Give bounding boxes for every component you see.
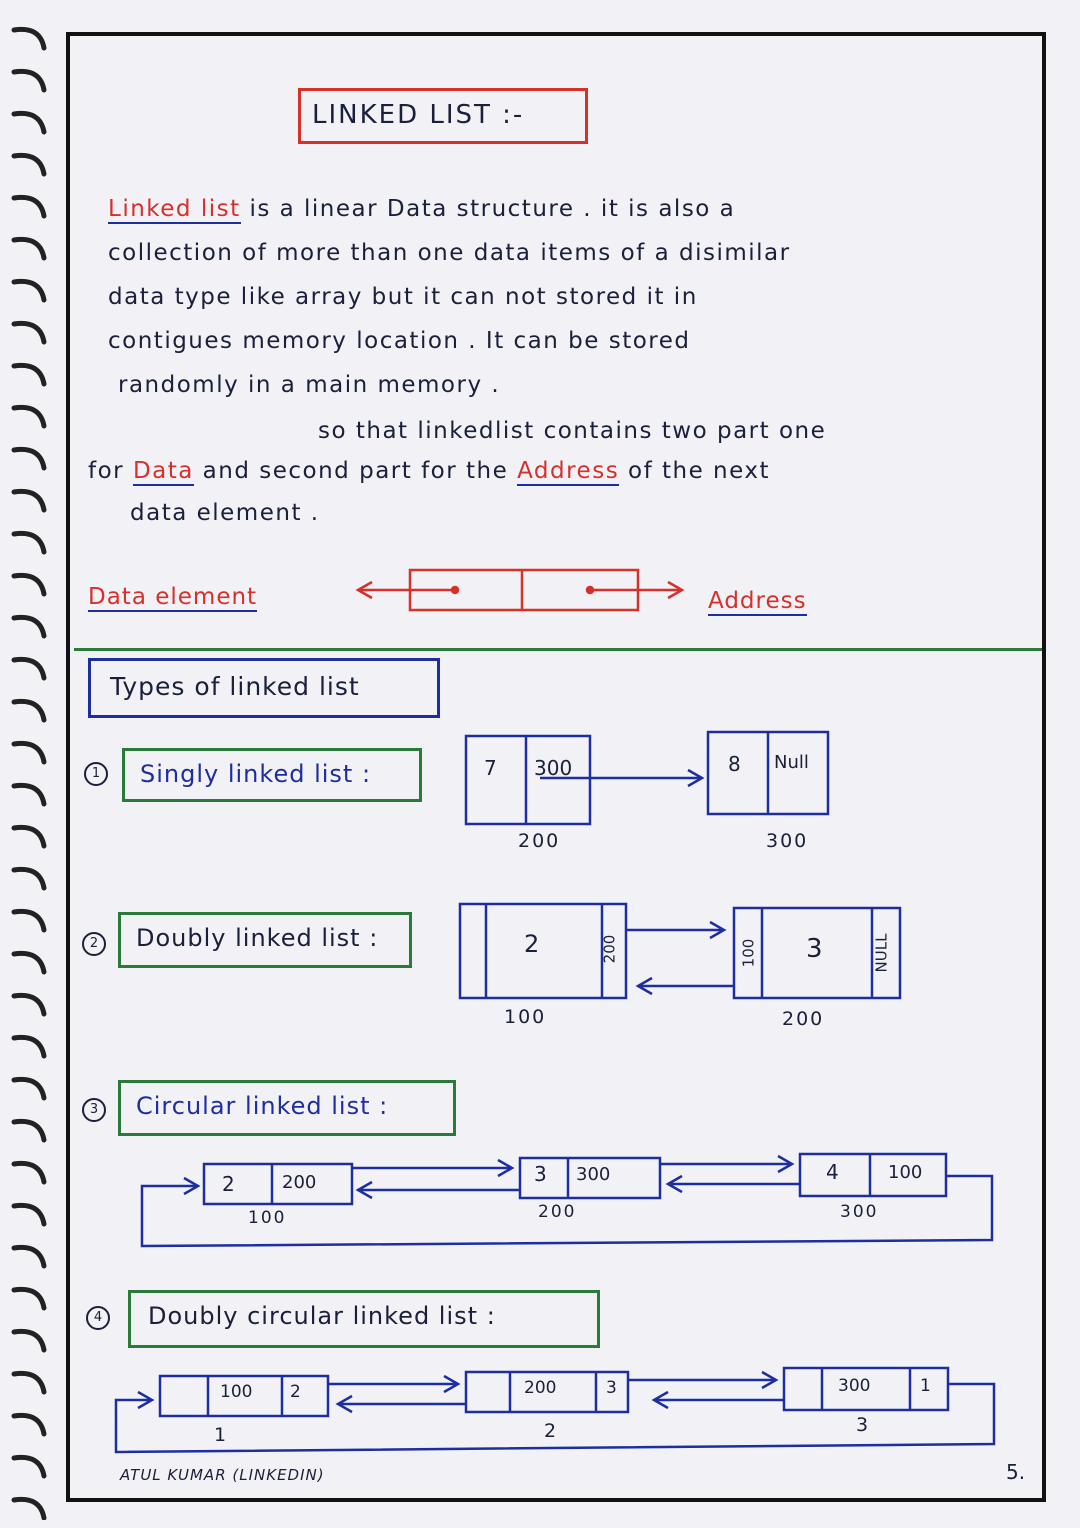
intro-line-1-rest: is a linear Data structure . it is also …: [249, 196, 736, 222]
circular-node-2-data: 3: [534, 1162, 547, 1186]
term-data: Data: [132, 458, 194, 486]
doubly-node-2-address: 200: [782, 1008, 825, 1030]
title-box: [298, 88, 588, 144]
circular-node-2-next: 300: [576, 1164, 611, 1185]
type-3-box: [118, 1080, 456, 1136]
circular-node-3-next: 100: [888, 1162, 923, 1183]
intro-line-1: Linked list is a linear Data structure .…: [108, 196, 736, 224]
dcircular-node-2-next: 3: [606, 1378, 617, 1398]
intro-line-7-c: of the next: [628, 458, 770, 484]
circular-node-1-next: 200: [282, 1172, 317, 1193]
types-heading-box: [88, 658, 440, 718]
singly-node-1-address: 200: [518, 830, 561, 852]
intro-line-3: data type like array but it can not stor…: [108, 284, 698, 310]
data-element-label: Data element: [88, 584, 258, 612]
dcircular-node-3-address: 3: [856, 1414, 871, 1436]
dcircular-node-1-next: 2: [290, 1382, 301, 1402]
type-1-number: 1: [84, 762, 108, 786]
type-4-number: 4: [86, 1306, 110, 1330]
singly-node-2-next: Null: [774, 752, 809, 773]
intro-line-4: contigues memory location . It can be st…: [108, 328, 691, 354]
spiral-binding: [11, 26, 47, 1520]
intro-line-8: data element .: [130, 500, 320, 526]
circular-node-2-address: 200: [538, 1202, 577, 1222]
page-title: LINKED LIST :-: [312, 100, 525, 130]
term-address: Address: [517, 458, 620, 486]
singly-node-2-data: 8: [728, 752, 741, 776]
type-1-box: [122, 748, 422, 802]
circular-node-1-data: 2: [222, 1172, 235, 1196]
doubly-node-2-prev: 100: [739, 938, 758, 968]
intro-line-2: collection of more than one data items o…: [108, 240, 791, 266]
doubly-node-2-next: NULL: [872, 933, 891, 973]
doubly-node-2-data: 3: [806, 934, 823, 964]
dcircular-node-1-prev: 100: [220, 1382, 253, 1402]
section-divider: [74, 648, 1042, 651]
address-label: Address: [708, 588, 807, 616]
singly-node-1-next: 300: [534, 756, 573, 780]
intro-line-7-a: for: [88, 458, 125, 484]
intro-line-5: randomly in a main memory .: [118, 372, 501, 398]
type-2-box: [118, 912, 412, 968]
intro-line-7: for Data and second part for the Address…: [88, 458, 770, 486]
singly-node-1-data: 7: [484, 756, 497, 780]
type-2-number: 2: [82, 932, 106, 956]
type-4-box: [128, 1290, 600, 1348]
type-3-number: 3: [82, 1098, 106, 1122]
circular-node-3-address: 300: [840, 1202, 879, 1222]
dcircular-node-1-address: 1: [214, 1424, 229, 1446]
type-3-label: Circular linked list :: [136, 1092, 389, 1120]
page-border: [66, 32, 1046, 1502]
types-heading: Types of linked list: [110, 672, 360, 701]
type-4-label: Doubly circular linked list :: [148, 1302, 496, 1330]
dcircular-node-3-prev: 300: [838, 1376, 871, 1396]
doubly-node-1-address: 100: [504, 1006, 547, 1028]
author-credit: ATUL KUMAR (LINKEDIN): [120, 1466, 325, 1484]
type-2-label: Doubly linked list :: [136, 924, 379, 952]
doubly-node-1-data: 2: [524, 930, 540, 958]
dcircular-node-3-next: 1: [920, 1376, 931, 1396]
circular-node-3-data: 4: [826, 1160, 839, 1184]
doubly-node-1-next: 200: [600, 934, 619, 964]
intro-line-6: so that linkedlist contains two part one: [318, 418, 827, 444]
intro-line-7-b: and second part for the: [202, 458, 509, 484]
page-number: 5.: [1006, 1460, 1026, 1484]
dcircular-node-2-prev: 200: [524, 1378, 557, 1398]
term-linked-list: Linked list: [108, 196, 241, 224]
dcircular-node-2-address: 2: [544, 1420, 559, 1442]
singly-node-2-address: 300: [766, 830, 809, 852]
circular-node-1-address: 100: [248, 1208, 287, 1228]
type-1-label: Singly linked list :: [140, 760, 372, 788]
